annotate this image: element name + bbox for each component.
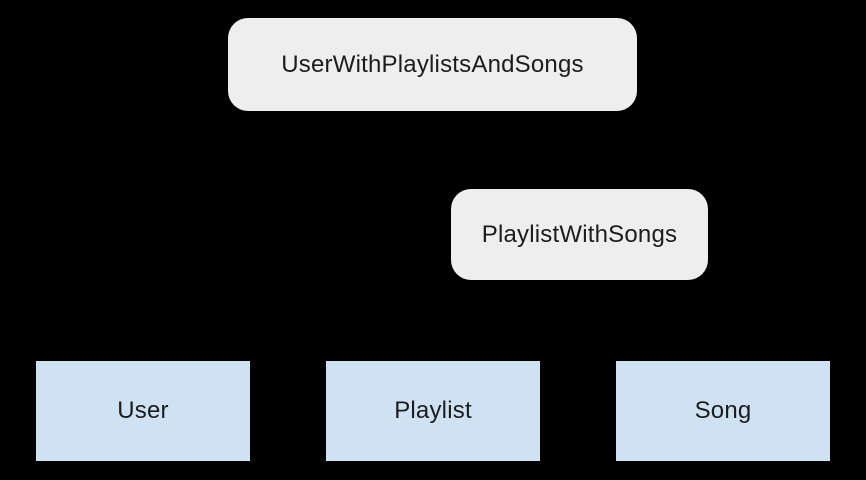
node-song-label: Song <box>694 397 752 424</box>
node-playlist: Playlist <box>326 361 540 461</box>
node-user-with-playlists-and-songs-label: UserWithPlaylistsAndSongs <box>281 50 584 78</box>
node-user-label: User <box>117 397 169 424</box>
node-playlist-label: Playlist <box>394 397 472 424</box>
node-playlist-with-songs: PlaylistWithSongs <box>451 189 708 280</box>
node-playlist-with-songs-label: PlaylistWithSongs <box>481 220 678 248</box>
node-song: Song <box>616 361 830 461</box>
node-user: User <box>36 361 250 461</box>
node-user-with-playlists-and-songs: UserWithPlaylistsAndSongs <box>228 18 637 111</box>
